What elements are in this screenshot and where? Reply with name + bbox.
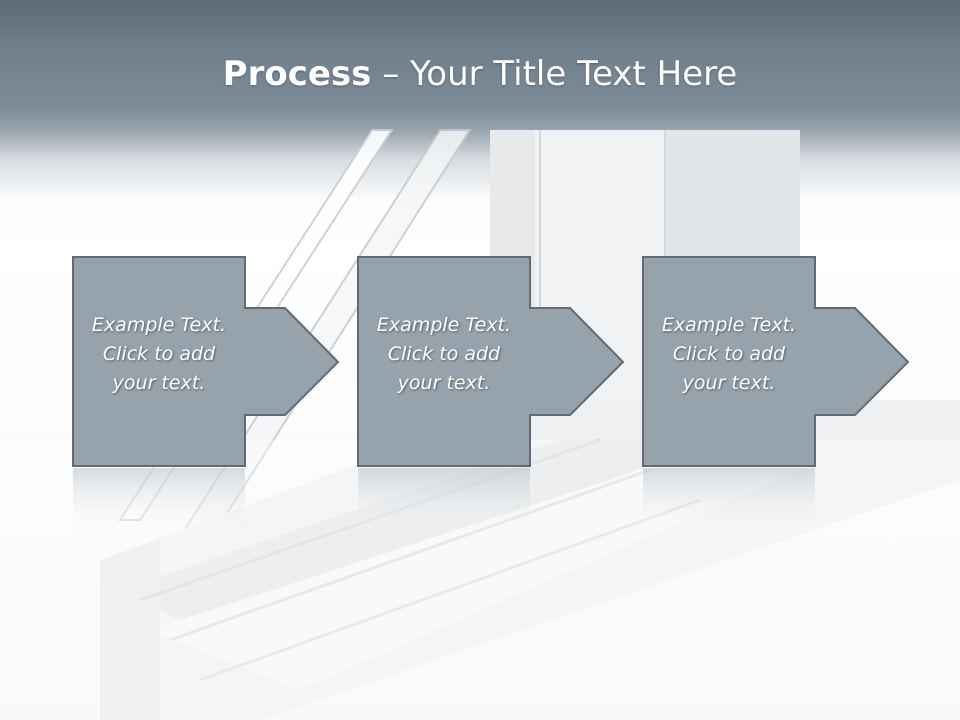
step-text-line-2: Click to add <box>672 343 786 365</box>
step-reflection <box>643 468 815 538</box>
step-text-line-1: Example Text. <box>661 314 797 336</box>
step-text-line-3: your text. <box>397 372 491 394</box>
step-text[interactable]: Example Text. Click to add your text. <box>72 311 246 398</box>
step-text-line-1: Example Text. <box>91 314 227 336</box>
step-text[interactable]: Example Text. Click to add your text. <box>357 311 531 398</box>
step-reflection <box>73 468 245 538</box>
step-text-line-2: Click to add <box>102 343 216 365</box>
arrow-box-shape <box>72 256 340 467</box>
step-reflection <box>358 468 530 538</box>
step-text-line-1: Example Text. <box>376 314 512 336</box>
arrow-box-shape <box>642 256 910 467</box>
step-text[interactable]: Example Text. Click to add your text. <box>642 311 816 398</box>
step-text-line-3: your text. <box>682 372 776 394</box>
step-text-line-3: your text. <box>112 372 206 394</box>
page-title[interactable]: Process – Your Title Text Here <box>0 50 960 98</box>
title-bold: Process <box>222 54 372 94</box>
title-rest: Your Title Text Here <box>410 54 738 94</box>
title-separator: – <box>371 54 411 94</box>
step-text-line-2: Click to add <box>387 343 501 365</box>
arrow-box-shape <box>357 256 625 467</box>
